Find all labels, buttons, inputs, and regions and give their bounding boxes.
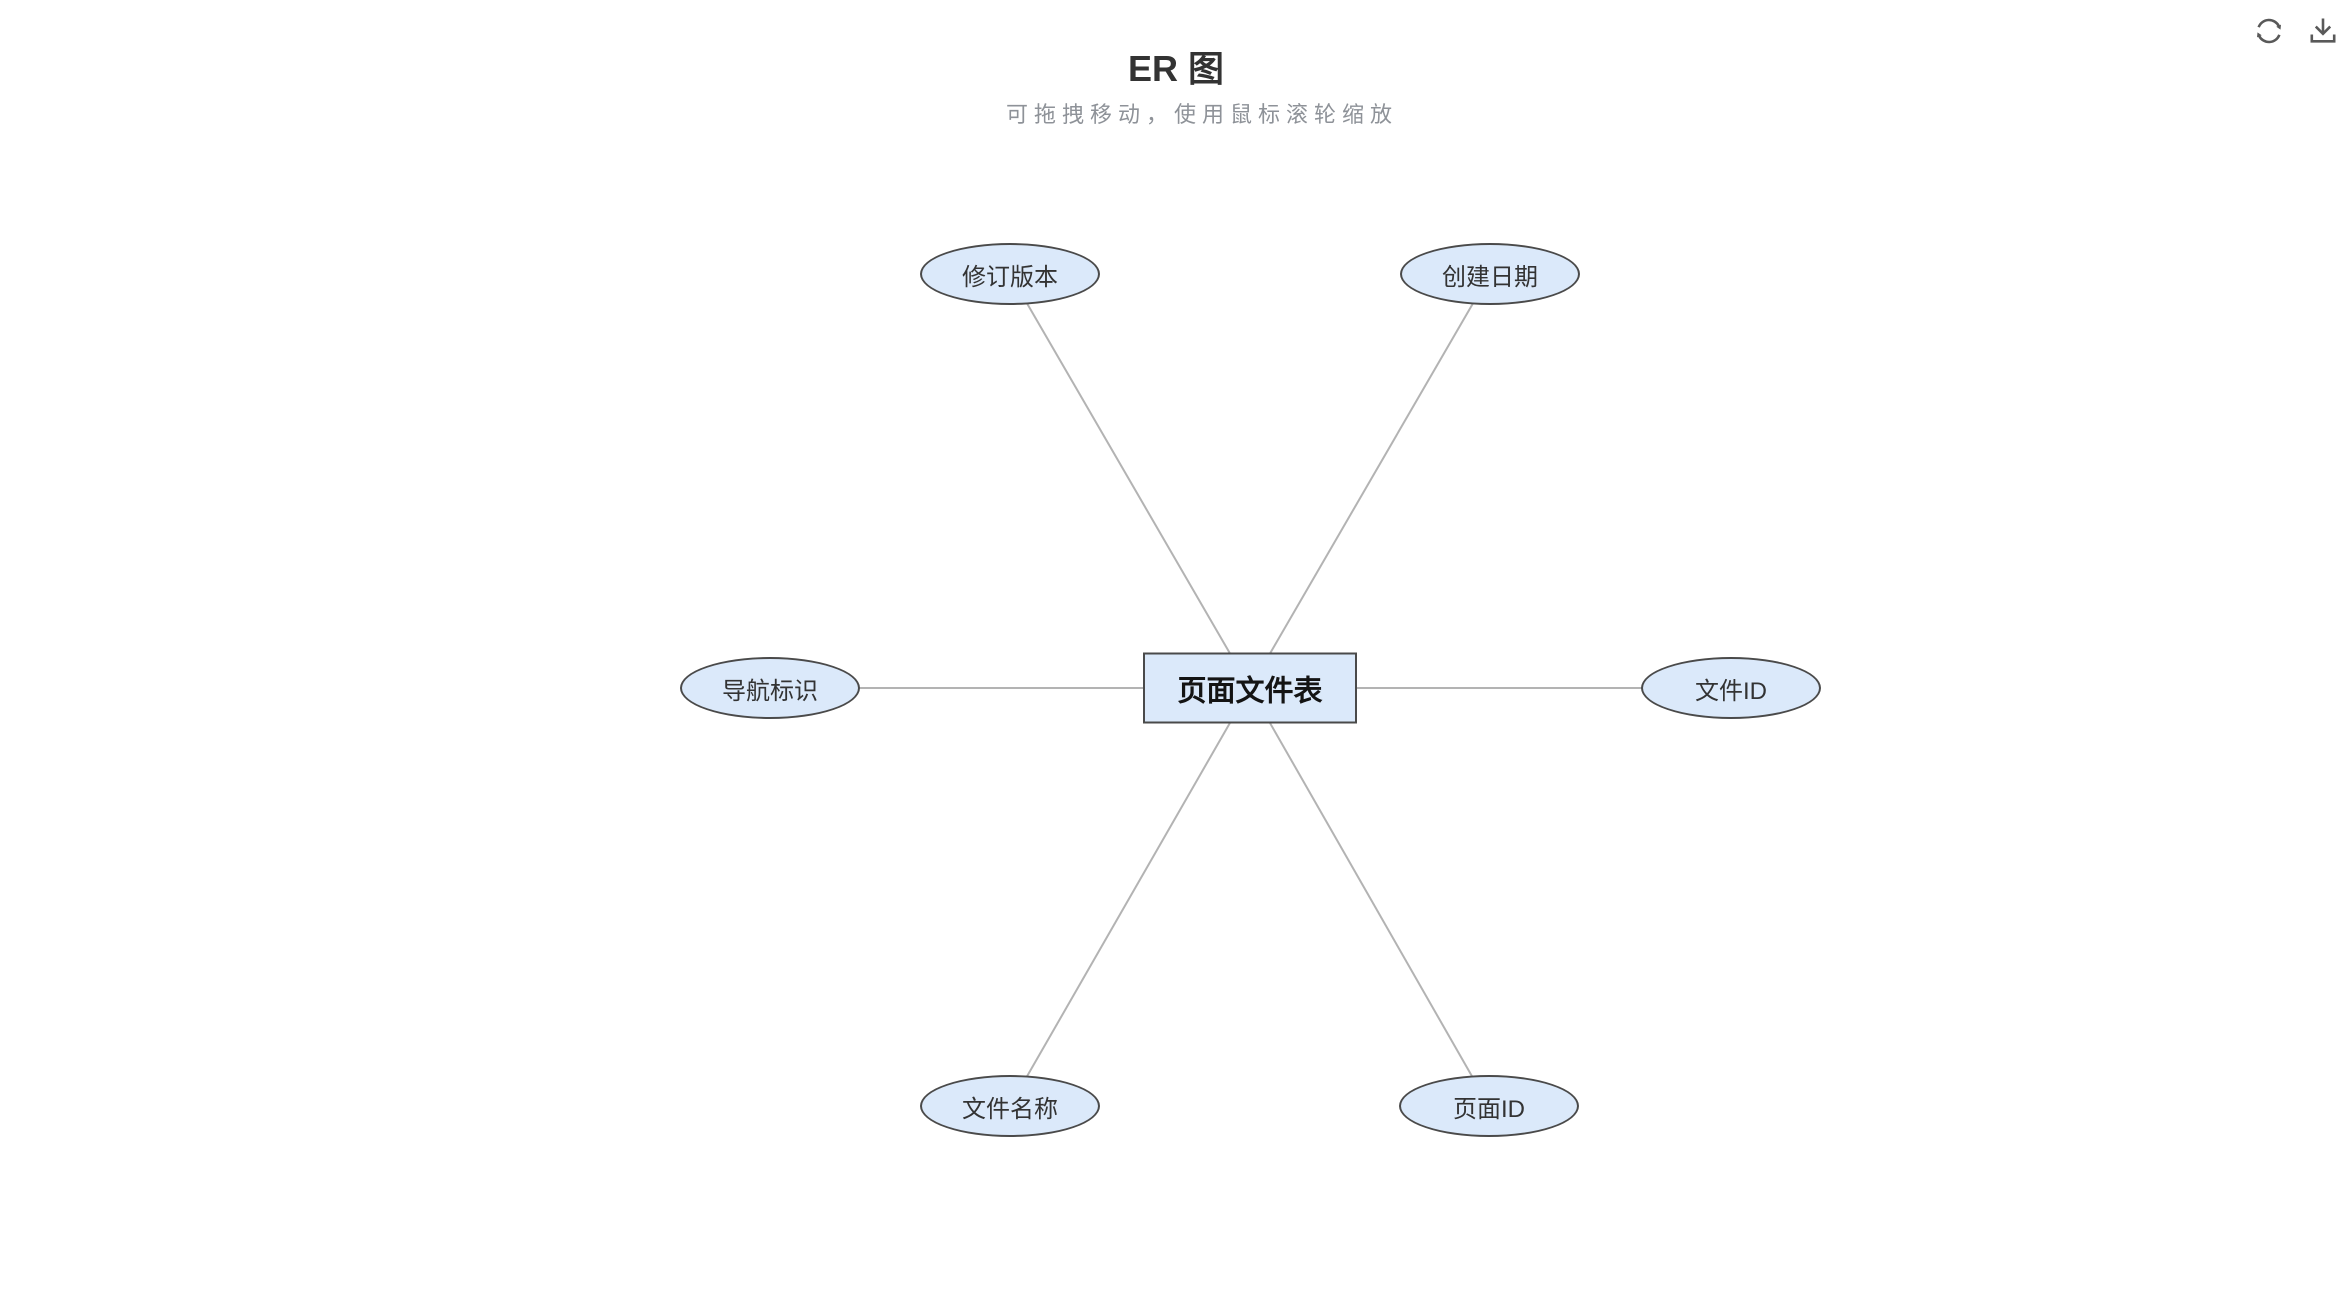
toolbar [2251,13,2341,49]
attribute-node[interactable]: 文件ID [1641,657,1821,719]
attribute-label: 创建日期 [1442,263,1538,291]
attribute-node[interactable]: 文件名称 [920,1075,1100,1137]
page-title: ER 图 [1127,48,1224,89]
download-icon [2310,18,2336,43]
connector-line [1249,273,1491,689]
connector-line [1009,687,1251,1107]
refresh-button[interactable] [2251,13,2287,49]
connector-line [1249,687,1490,1107]
attribute-label: 文件名称 [962,1095,1058,1123]
attribute-label: 导航标识 [722,677,818,705]
page-subtitle: 可拖拽移动，使用鼠标滚轮缩放 [1005,102,1399,127]
attribute-node[interactable]: 导航标识 [680,657,860,719]
attribute-node[interactable]: 创建日期 [1400,243,1580,305]
attribute-node[interactable]: 页面ID [1399,1075,1579,1137]
connector-line [1009,273,1251,689]
entity-label: 页面文件表 [1177,675,1323,707]
attribute-label: 页面ID [1453,1095,1525,1123]
entity-node[interactable]: 页面文件表 [1143,652,1357,724]
attribute-label: 文件ID [1695,677,1767,705]
refresh-icon [2257,18,2281,44]
attribute-label: 修订版本 [962,263,1058,291]
download-button[interactable] [2305,13,2341,49]
attribute-node[interactable]: 修订版本 [920,243,1100,305]
